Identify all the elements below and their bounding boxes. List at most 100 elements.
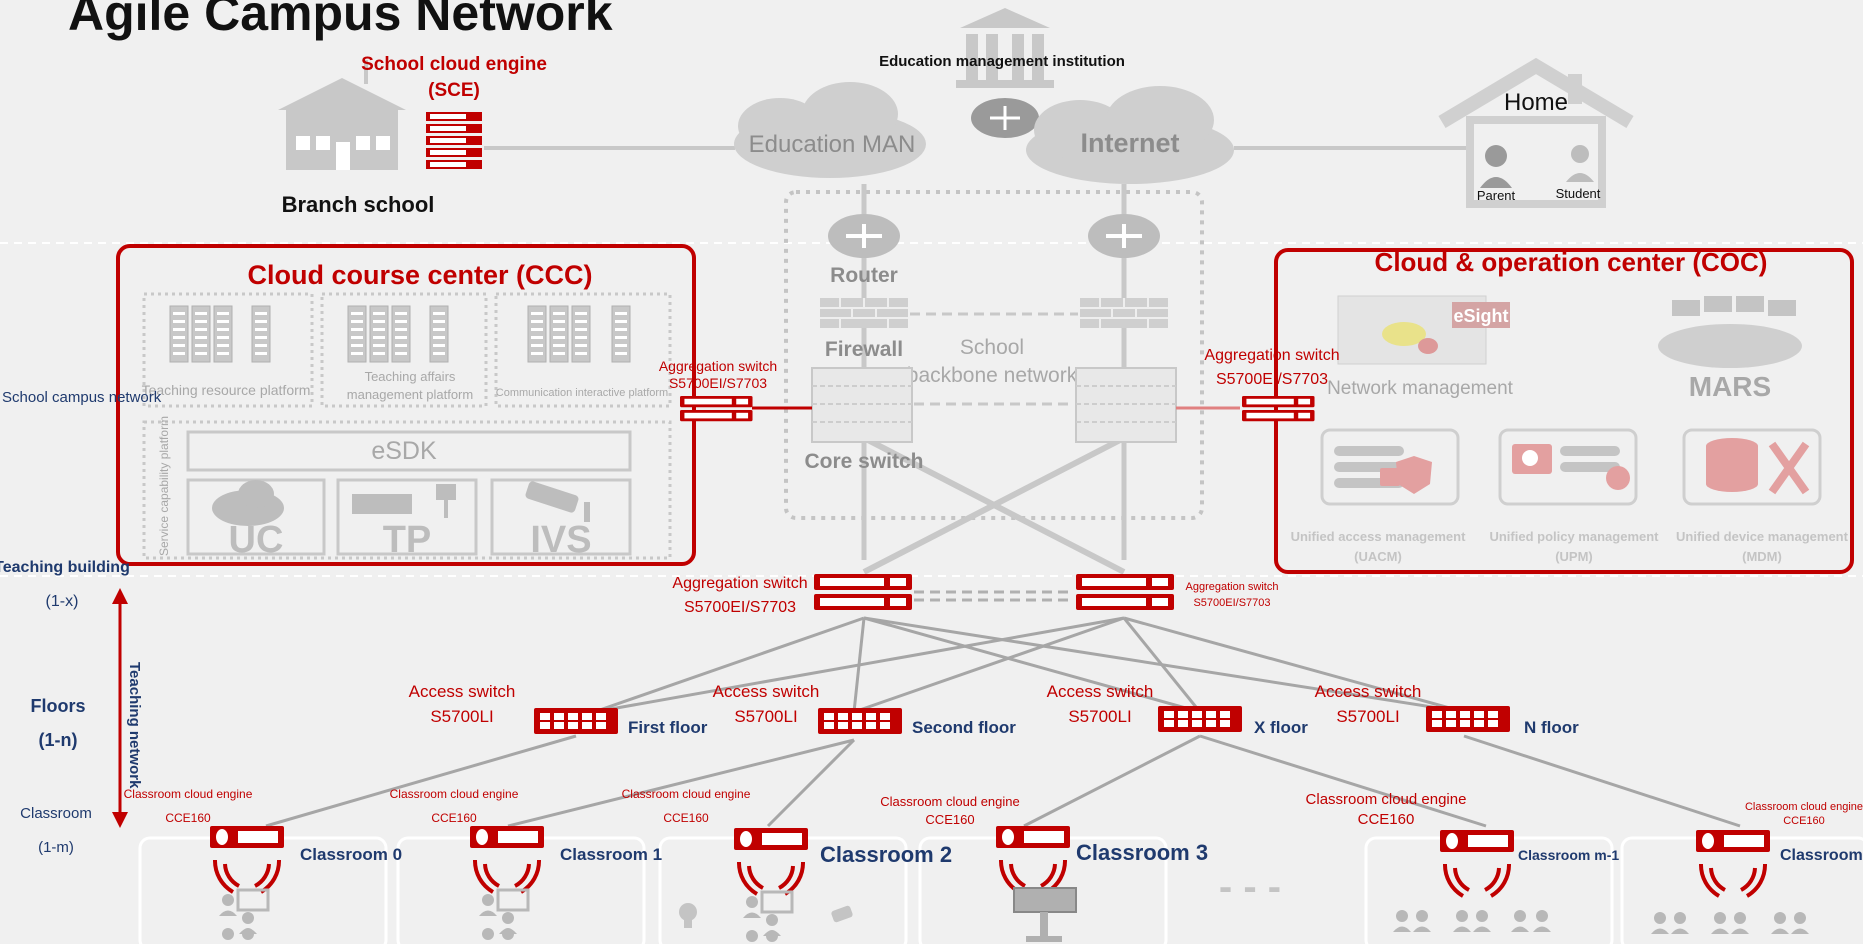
cce-label: Classroom cloud engine — [390, 787, 519, 801]
sce-label-abbr: (SCE) — [428, 80, 480, 101]
mars-control-room-icon — [1658, 296, 1802, 368]
platform-label: Communication interactive platform — [496, 387, 668, 399]
agg-switch-label: Aggregation switch — [659, 358, 777, 374]
uacm-label: Unified access management — [1291, 529, 1467, 544]
firewall-icon — [820, 298, 908, 328]
parent-label: Parent — [1477, 188, 1516, 203]
wifi-signal-icon — [736, 860, 806, 896]
access-switch — [818, 708, 902, 734]
mars-label: MARS — [1689, 371, 1771, 402]
sce-server-icon — [426, 112, 482, 169]
campus-network-label: School campus network — [2, 389, 162, 406]
agg-switch-model: S5700EI/S7703 — [684, 599, 796, 616]
access-switch-model: S5700LI — [734, 707, 797, 726]
classroom-name: Classroom 1 — [560, 845, 662, 864]
uacm-icon — [1320, 428, 1460, 506]
teaching-network-arrow — [112, 588, 128, 828]
platform-box — [320, 292, 488, 408]
cce-model: CCE160 — [165, 811, 211, 825]
teaching-network-label: Teaching network — [126, 662, 143, 789]
cce-label: Classroom cloud engine — [1306, 791, 1467, 808]
camera-icon — [525, 481, 590, 522]
platform-box — [494, 292, 672, 408]
wifi-signal-icon — [1442, 862, 1512, 898]
floors-label: Floors — [30, 696, 85, 716]
classroom-name: Classroom 3 — [1076, 840, 1208, 865]
classroom-name: Classroom m — [1780, 847, 1863, 864]
access-switch-model: S5700LI — [430, 707, 493, 726]
service-capability-label: Service capability platform — [157, 416, 171, 556]
core-switch-icon — [1075, 367, 1177, 443]
student-label: Student — [1556, 186, 1601, 201]
aggregation-switch — [1076, 574, 1174, 610]
access-switch-label: Access switch — [409, 682, 516, 701]
classroom-count: (1-m) — [38, 839, 74, 856]
backbone-label: School — [960, 336, 1024, 359]
mdm-icon — [1682, 428, 1822, 506]
classroom-name: Classroom 0 — [300, 845, 402, 864]
cce-label: Classroom cloud engine — [622, 787, 751, 801]
upm-label: Unified policy management — [1489, 529, 1659, 544]
cce-model: CCE160 — [1783, 815, 1825, 827]
access-switch-label: Access switch — [713, 682, 820, 701]
ivs-box — [490, 478, 632, 556]
cce-model: CCE160 — [431, 811, 477, 825]
esdk-label: eSDK — [371, 437, 437, 465]
teaching-building-count: (1-x) — [46, 593, 79, 610]
agg-switch-model: S5700EI/S7703 — [669, 375, 767, 391]
aggregation-switch — [814, 574, 912, 610]
agg-switch-model: S5700EI/S7703 — [1193, 597, 1270, 609]
teaching-building-label: Teaching building — [0, 559, 130, 576]
access-switch — [1158, 706, 1242, 732]
floor-label: X floor — [1254, 718, 1308, 737]
more-classrooms-ellipsis: - - - — [1219, 865, 1281, 909]
classroom-name: Classroom m-1 — [1518, 847, 1619, 863]
esdk-box — [186, 430, 632, 472]
server-rack-icon — [169, 305, 631, 363]
tp-label: TP — [383, 519, 432, 561]
classroom-label: Classroom — [20, 805, 92, 822]
ccc-aggregation-switch — [680, 396, 753, 422]
branch-school-icon — [278, 60, 406, 170]
cce-label: Classroom cloud engine — [124, 787, 253, 801]
cce-label: Classroom cloud engine — [880, 794, 1019, 809]
agg-switch-label: Aggregation switch — [1204, 347, 1339, 364]
core-network-boundary — [784, 190, 1204, 520]
cce-device — [470, 826, 544, 848]
platform-box — [142, 292, 314, 408]
core-switch-label: Core switch — [804, 450, 923, 473]
agg-switch-model: S5700EI/S7703 — [1216, 371, 1328, 388]
telepresence-icon — [352, 484, 456, 518]
core-switch-icon — [811, 367, 913, 443]
service-capability-box — [142, 420, 672, 560]
distribution-links — [593, 616, 1465, 714]
firewall-icon — [1080, 298, 1168, 328]
upm-label-abbr: (UPM) — [1555, 549, 1593, 564]
access-switch-model: S5700LI — [1068, 707, 1131, 726]
network-management-label: Network management — [1327, 378, 1514, 399]
internet-cloud — [1026, 86, 1234, 184]
upm-icon — [1498, 428, 1638, 506]
cce-device — [734, 828, 808, 850]
access-switch-label: Access switch — [1315, 682, 1422, 701]
cce-device — [1696, 830, 1770, 852]
coc-title: Cloud & operation center (COC) — [1375, 247, 1768, 277]
backbone-label-2: backbone network — [907, 364, 1078, 387]
platform-label: management platform — [347, 387, 473, 402]
esight-screenshot-icon — [1337, 295, 1510, 365]
router-label: Router — [830, 264, 898, 287]
education-man-label: Education MAN — [749, 131, 916, 158]
cce-model: CCE160 — [1358, 811, 1415, 828]
wifi-signal-icon — [472, 858, 542, 894]
floor-label: First floor — [628, 718, 708, 737]
education-man-cloud — [734, 82, 926, 178]
agg-switch-label: Aggregation switch — [672, 575, 807, 592]
coc-aggregation-switch — [1242, 396, 1315, 422]
floors-count: (1-n) — [39, 730, 78, 750]
esight-label: eSight — [1453, 306, 1508, 326]
internet-label: Internet — [1080, 128, 1179, 158]
cce-device — [1440, 830, 1514, 852]
router-icon — [1088, 214, 1160, 258]
camera-icon — [831, 905, 853, 923]
floor-label: Second floor — [912, 718, 1016, 737]
